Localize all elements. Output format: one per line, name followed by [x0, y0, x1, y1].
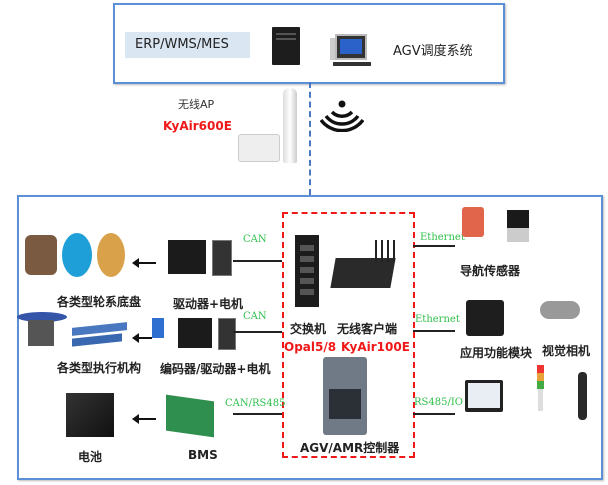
wheel-chassis-label: 各类型轮系底盘 — [57, 295, 142, 309]
driver-motor-label: 驱动器+电机 — [173, 297, 244, 311]
bus-label: RS485/IO — [414, 397, 463, 408]
wireless-client-model: KyAir100E — [341, 340, 410, 354]
function-module-image — [466, 300, 504, 336]
core-components-box — [282, 212, 415, 458]
wireless-client-label: 无线客户端 — [337, 322, 398, 336]
actuator-label: 各类型执行机构 — [57, 361, 142, 375]
agv-controller-label: AGV/AMR控制器 — [300, 441, 400, 455]
network-link — [309, 82, 311, 195]
erp-label: ERP/WMS/MES — [135, 37, 229, 52]
dispatch-system-label: AGV调度系统 — [393, 44, 473, 59]
connection-line — [413, 330, 455, 332]
navigation-sensor-label: 导航传感器 — [460, 264, 521, 278]
arrow-left — [132, 414, 156, 424]
server-icon — [272, 27, 300, 65]
bus-label: Ethernet — [420, 232, 465, 243]
erp-box: ERP/WMS/MES — [125, 32, 250, 58]
arrow-left — [132, 258, 156, 268]
connection-line — [413, 245, 455, 247]
encoder-driver-motor-label: 编码器/驱动器+电机 — [160, 362, 271, 376]
wifi-icon — [320, 100, 364, 132]
bus-label: CAN — [243, 311, 267, 322]
agv-onboard-box — [17, 195, 603, 480]
tablet-image — [465, 380, 503, 412]
switch-label: 交换机 — [290, 322, 327, 336]
battery-label: 电池 — [78, 450, 103, 464]
battery-image — [66, 393, 114, 437]
vision-camera-image — [540, 301, 580, 319]
arrow-left — [132, 333, 152, 343]
switch-model: Opal5/8 — [284, 340, 337, 354]
bus-label: CAN — [243, 234, 267, 245]
bus-label: CAN/RS485 — [225, 398, 286, 409]
handheld-scanner-image — [578, 372, 587, 420]
connection-line — [233, 331, 282, 333]
bms-board-image — [166, 394, 214, 438]
switch-image — [295, 235, 319, 307]
function-module-label: 应用功能模块 — [460, 346, 533, 360]
bus-label: Ethernet — [415, 314, 460, 325]
connection-line — [233, 413, 282, 415]
ap-label: 无线AP — [178, 98, 215, 111]
agv-controller-image — [323, 357, 367, 435]
antenna-icon — [283, 88, 297, 163]
bms-label: BMS — [188, 448, 218, 462]
vision-camera-label: 视觉相机 — [542, 344, 591, 358]
ap-model: KyAir600E — [163, 119, 232, 133]
connection-line — [413, 413, 455, 415]
connection-line — [233, 260, 282, 262]
access-point-device — [238, 134, 280, 162]
